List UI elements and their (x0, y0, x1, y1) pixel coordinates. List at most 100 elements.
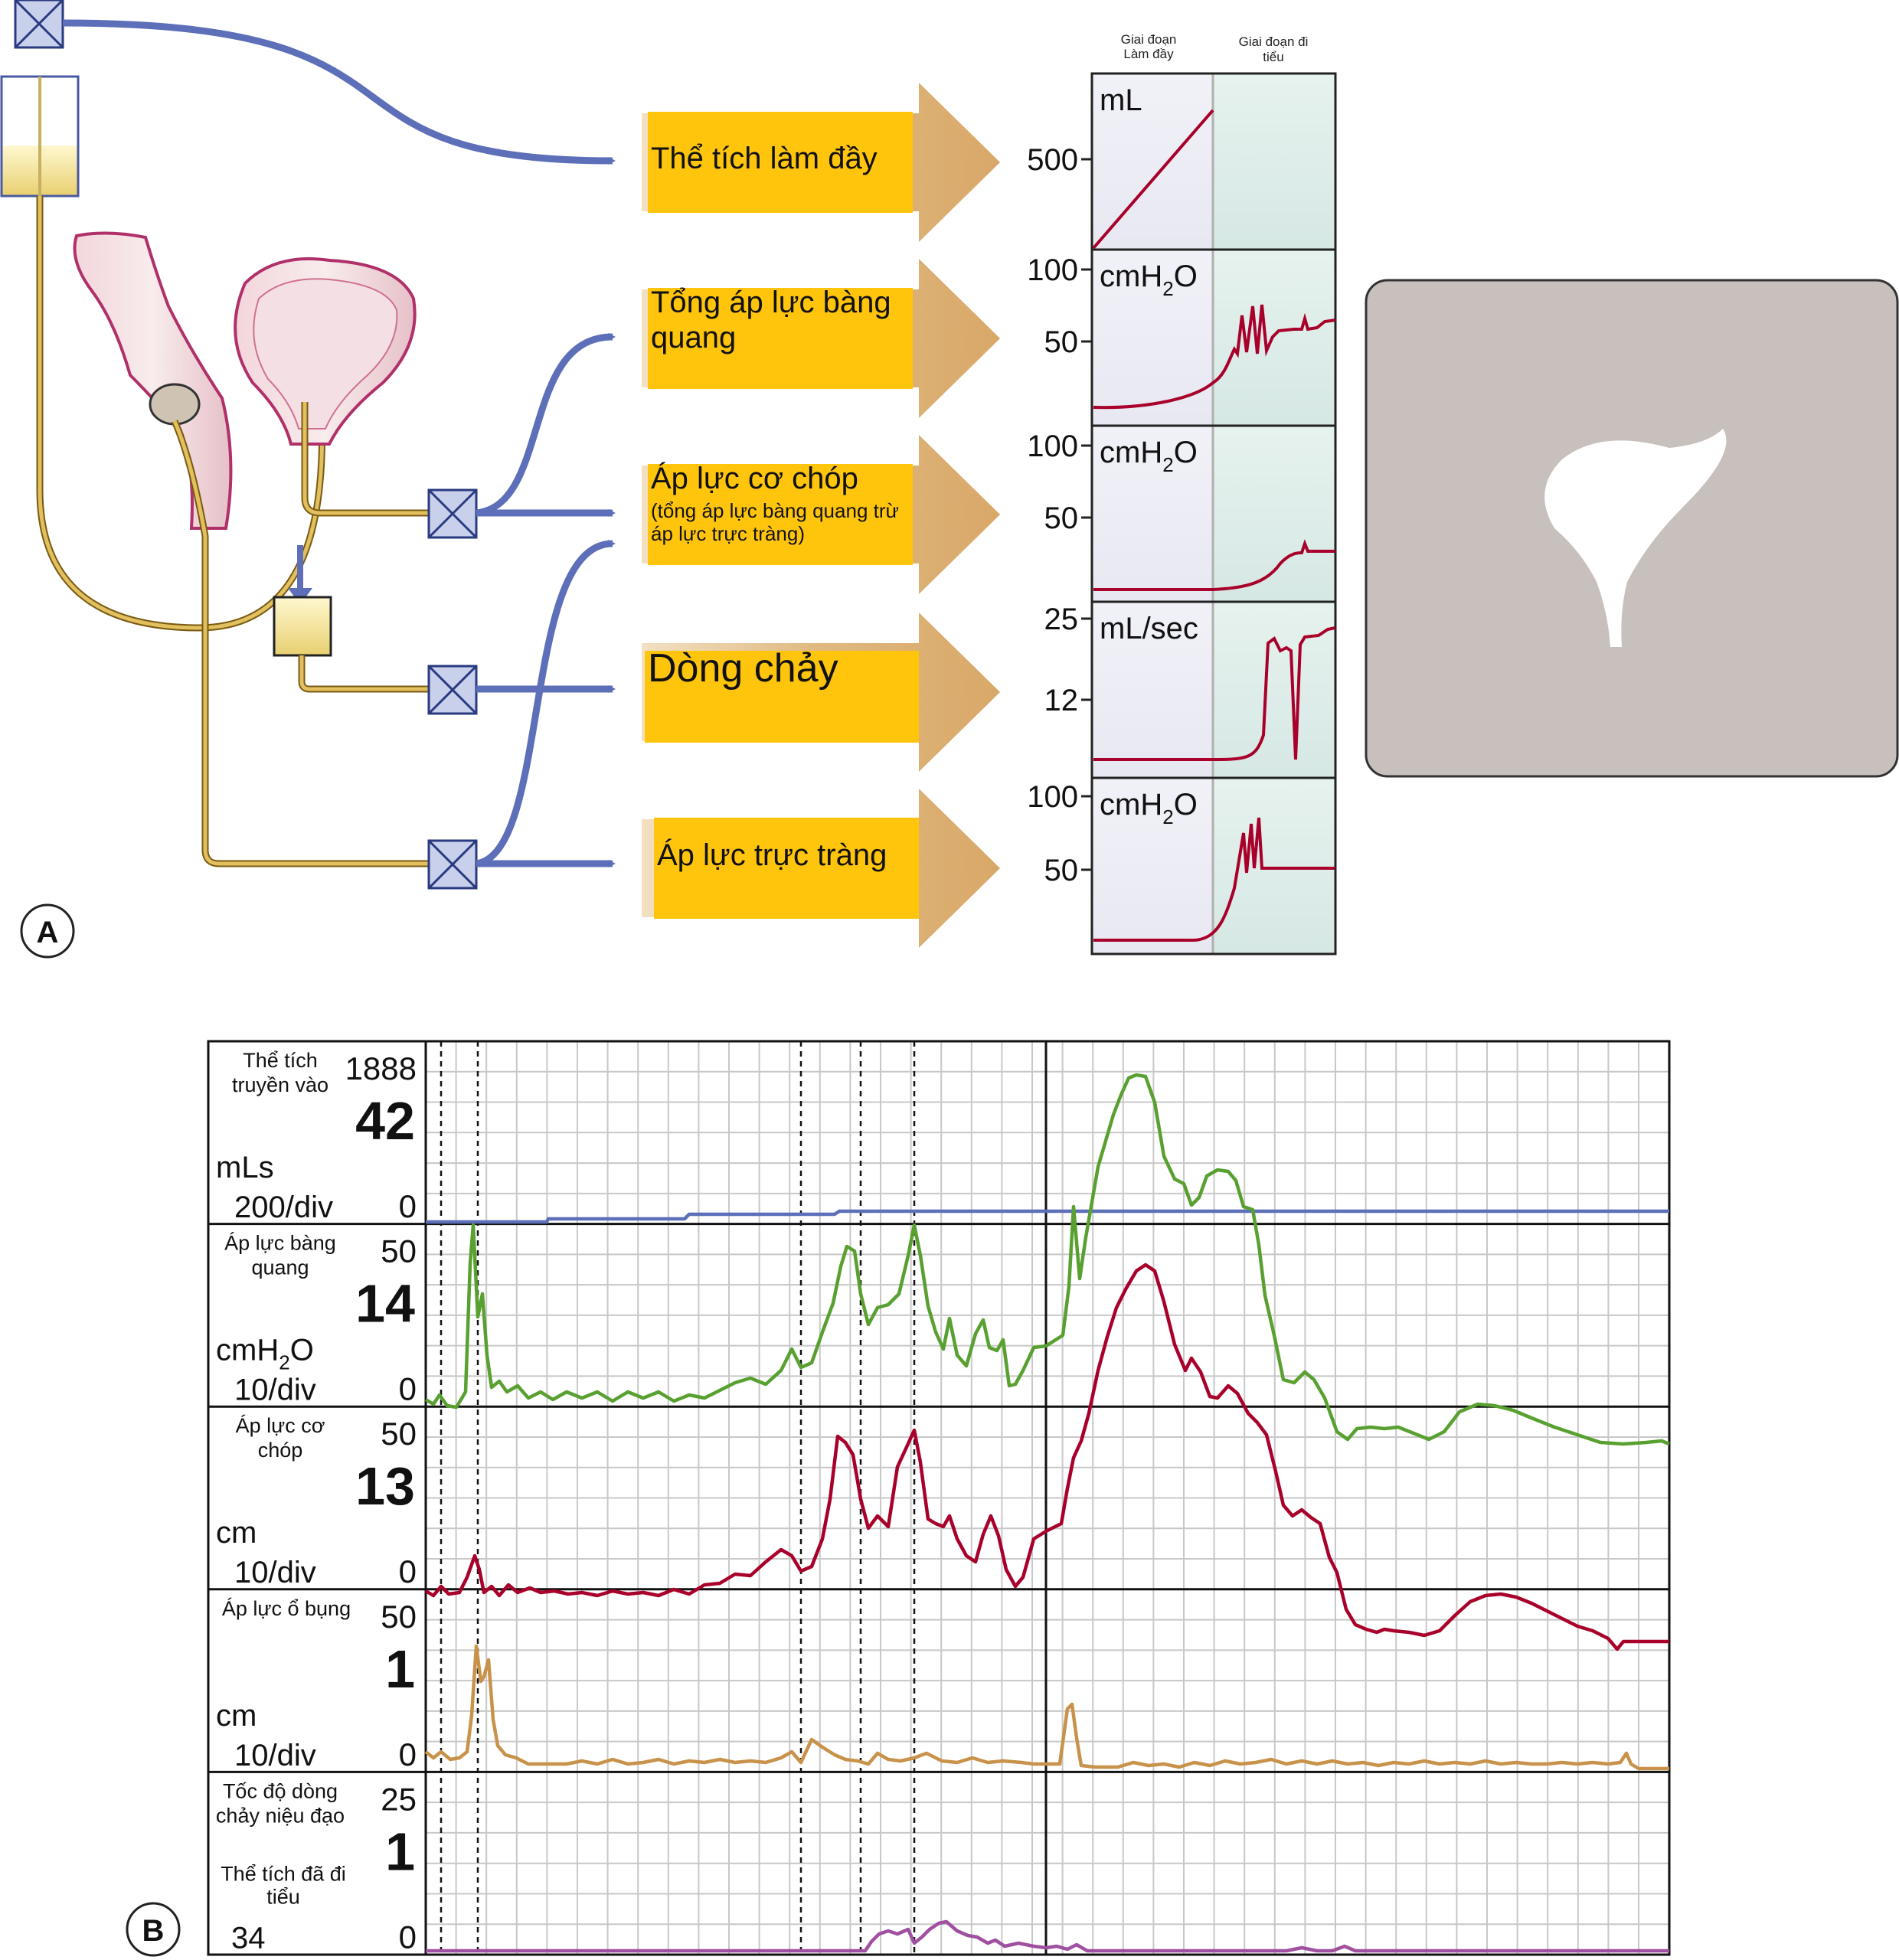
transducer-icon (427, 665, 478, 715)
signal-box-label: quang (651, 321, 736, 354)
row-min: 0 (399, 1188, 417, 1224)
voiding-phase-bg (1213, 426, 1335, 602)
strip-tick-label: 100 (1027, 253, 1078, 287)
row-div: 10/div (234, 1374, 316, 1407)
svg-text:A: A (37, 916, 59, 949)
panel-label-a: A (20, 903, 75, 959)
row-title: Áp lực bàng (224, 1232, 336, 1255)
urethral-flow-trace (426, 1919, 1669, 1953)
bladder-silhouette-icon (1544, 429, 1727, 647)
strip-unit: cmH2O (1100, 436, 1198, 476)
row-value: 1 (385, 1639, 415, 1699)
row-div: 10/div (234, 1556, 316, 1589)
strip-tick-label: 500 (1027, 143, 1078, 177)
strip-trace (1093, 817, 1335, 942)
row-title: Áp lực ổ bụng (222, 1597, 351, 1620)
signal-connectors (62, 19, 616, 867)
infused-volume-trace (426, 1209, 1669, 1224)
transducer-icon (14, 0, 64, 49)
strip-tick-label: 12 (1044, 684, 1079, 717)
voiding-phase-bg (1213, 602, 1335, 778)
row-min: 0 (399, 1371, 417, 1407)
voiding-phase-bg (1213, 778, 1335, 954)
strip-frame (1090, 776, 1337, 956)
row-max: 50 (381, 1233, 417, 1269)
strip-tick-label: 25 (1044, 603, 1079, 636)
recording-grid (425, 1041, 1670, 1955)
detrusor-pressure-trace (424, 1263, 1669, 1651)
recording-frame (207, 1040, 1671, 1956)
strip-charts: mL500cmH2O10050cmH2O10050mL/sec2512cmH2O… (1027, 72, 1337, 956)
row-div: 10/div (234, 1739, 316, 1772)
collection-jar (273, 596, 332, 657)
strip-unit: cmH2O (1100, 788, 1198, 828)
filling-phase-bg (1092, 74, 1213, 250)
phase-filling-line1: Giai đoạn (1121, 32, 1177, 47)
row-title: Áp lực cơ (236, 1414, 325, 1437)
row-title: Tốc độ dòng (223, 1779, 338, 1802)
phase-headers: Giai đoạn Làm đầy Giai đoạn đi tiểu (1121, 32, 1309, 64)
strip-trace (1093, 626, 1336, 761)
row-unit: mLs (216, 1151, 274, 1184)
signal-box-label: Dòng chảy (648, 646, 838, 691)
transducer-icon (427, 488, 478, 539)
signal-box (648, 288, 913, 389)
rectum (73, 231, 233, 530)
row-div: 200/div (234, 1191, 333, 1224)
row-unit2: Thể tích đã đi (221, 1862, 346, 1885)
row-min: 0 (399, 1553, 417, 1589)
strip-unit: mL/sec (1100, 612, 1198, 645)
transducer-icon (427, 839, 478, 890)
row-title: chóp (258, 1439, 303, 1462)
row-max: 50 (381, 1416, 417, 1452)
row-value: 42 (355, 1091, 415, 1151)
anatomy-illustration (0, 75, 429, 867)
row-value: 14 (355, 1274, 415, 1334)
row-min: 0 (399, 1919, 417, 1955)
strip-tick-label: 100 (1027, 430, 1078, 463)
row-title: truyền vào (232, 1073, 328, 1096)
abdominal-pressure-trace (424, 1644, 1669, 1771)
signal-box (648, 112, 913, 213)
signal-box-label: Tổng áp lực bàng (651, 286, 891, 319)
phase-filling-line2: Làm đầy (1123, 47, 1174, 61)
strip-tick-label: 100 (1027, 780, 1078, 814)
rectal-balloon (149, 383, 201, 426)
transducers (14, 0, 478, 890)
voiding-phase-bg (1213, 74, 1335, 250)
row-title: quang (251, 1256, 309, 1279)
voiding-phase-bg (1213, 250, 1335, 426)
strip-tick-label: 50 (1044, 325, 1079, 359)
phase-voiding-line1: Giai đoạn đi (1239, 34, 1309, 49)
filling-phase-bg (1092, 426, 1213, 602)
panel-label-b: B (126, 1902, 181, 1957)
row-unit2: tiểu (266, 1885, 300, 1908)
phase-voiding-line2: tiểu (1263, 50, 1283, 64)
filling-phase-bg (1092, 250, 1213, 426)
strip-unit: mL (1100, 83, 1142, 117)
bladder-pressure-trace (424, 1073, 1670, 1446)
strip-tick-label: 50 (1044, 501, 1079, 535)
row-max: 1888 (345, 1050, 417, 1086)
row-max: 25 (381, 1781, 417, 1817)
row-min: 0 (399, 1736, 417, 1772)
signal-box-label: Thể tích làm đầy (651, 142, 878, 175)
row-value: 1 (385, 1821, 415, 1881)
filling-phase-bg (1092, 778, 1213, 954)
row-max: 50 (381, 1599, 417, 1635)
signal-box (645, 651, 919, 743)
row-unit: cm (216, 1699, 257, 1733)
strip-tick-label: 50 (1044, 854, 1079, 887)
filling-phase-bg (1092, 602, 1213, 778)
signal-box-sublabel: áp lực trực tràng) (651, 522, 805, 545)
signal-box (654, 818, 919, 919)
svg-text:B: B (142, 1914, 165, 1948)
row-title: Thể tích (243, 1049, 318, 1072)
